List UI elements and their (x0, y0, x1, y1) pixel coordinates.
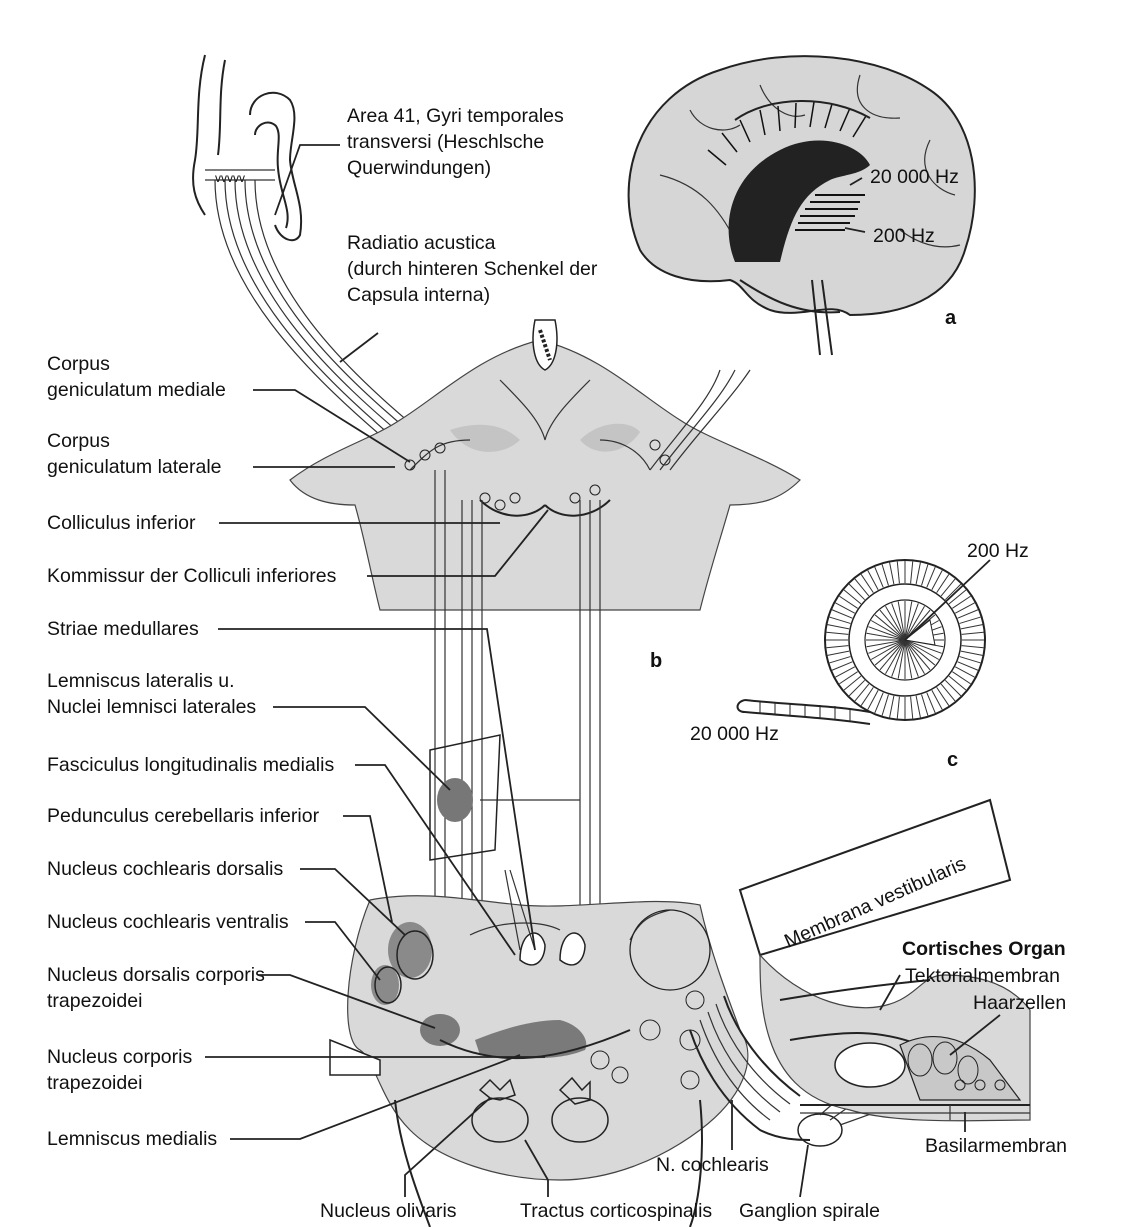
label-200hz-c: 200 Hz (967, 540, 1029, 562)
label-area41-line1: Area 41, Gyri temporales (347, 105, 564, 127)
label-cgm-line1: Corpus (47, 353, 110, 375)
label-tractus-corticospinalis: Tractus corticospinalis (520, 1200, 712, 1222)
label-striae-medullares: Striae medullares (47, 618, 199, 640)
label-fasciculus: Fasciculus longitudinalis medialis (47, 754, 334, 776)
label-20000hz-a: 20 000 Hz (870, 166, 959, 188)
label-pedunculus: Pedunculus cerebellaris inferior (47, 805, 320, 827)
label-ganglion-spirale: Ganglion spirale (739, 1200, 880, 1222)
label-nc-ventralis: Nucleus cochlearis ventralis (47, 911, 289, 933)
label-haarzellen: Haarzellen (973, 992, 1066, 1014)
corti-organ (740, 800, 1030, 1121)
label-radiatio-line1: Radiatio acustica (347, 232, 496, 254)
label-kommissur: Kommissur der Colliculi inferiores (47, 565, 337, 587)
label-cgm-line2: geniculatum mediale (47, 379, 226, 401)
label-200hz-a: 200 Hz (873, 225, 935, 247)
brain-illustration (629, 56, 975, 355)
label-nct-line2: trapezoidei (47, 1072, 142, 1094)
label-radiatio-line2: (durch hinteren Schenkel der (347, 258, 598, 280)
cochlea-spiral (738, 560, 991, 724)
panel-label-b: b (650, 650, 662, 672)
midbrain-section (290, 320, 800, 610)
label-radiatio-line3: Capsula interna) (347, 284, 490, 306)
label-cortisches-organ: Cortisches Organ (902, 938, 1066, 960)
lemniscal-nucleus (430, 735, 500, 860)
label-ndct-line1: Nucleus dorsalis corporis (47, 964, 265, 986)
panel-label-c: c (947, 749, 958, 771)
label-nct-line1: Nucleus corporis (47, 1046, 192, 1068)
label-area41-line2: transversi (Heschlsche (347, 131, 544, 153)
label-n-cochlearis: N. cochlearis (656, 1154, 769, 1176)
label-area41-line3: Querwindungen) (347, 157, 491, 179)
label-lemniscus-lateralis-line2: Nuclei lemnisci laterales (47, 696, 256, 718)
label-colliculus-inferior: Colliculus inferior (47, 512, 196, 534)
label-nucleus-olivaris: Nucleus olivaris (320, 1200, 457, 1222)
label-cgl-line1: Corpus (47, 430, 110, 452)
label-ndct-line2: trapezoidei (47, 990, 142, 1012)
label-basilarmembran: Basilarmembran (925, 1135, 1067, 1157)
label-cgl-line2: geniculatum laterale (47, 456, 222, 478)
label-nc-dorsalis: Nucleus cochlearis dorsalis (47, 858, 284, 880)
heschl-gyrus-illustration: vvvvv (193, 55, 301, 240)
label-tektorialmembran: Tektorialmembran (905, 965, 1060, 987)
panel-label-a: a (945, 307, 957, 329)
label-lemniscus-lateralis-line1: Lemniscus lateralis u. (47, 670, 235, 692)
svg-text:vvvvv: vvvvv (215, 171, 245, 185)
label-lemniscus-medialis: Lemniscus medialis (47, 1128, 217, 1150)
label-20000hz-c: 20 000 Hz (690, 723, 779, 745)
